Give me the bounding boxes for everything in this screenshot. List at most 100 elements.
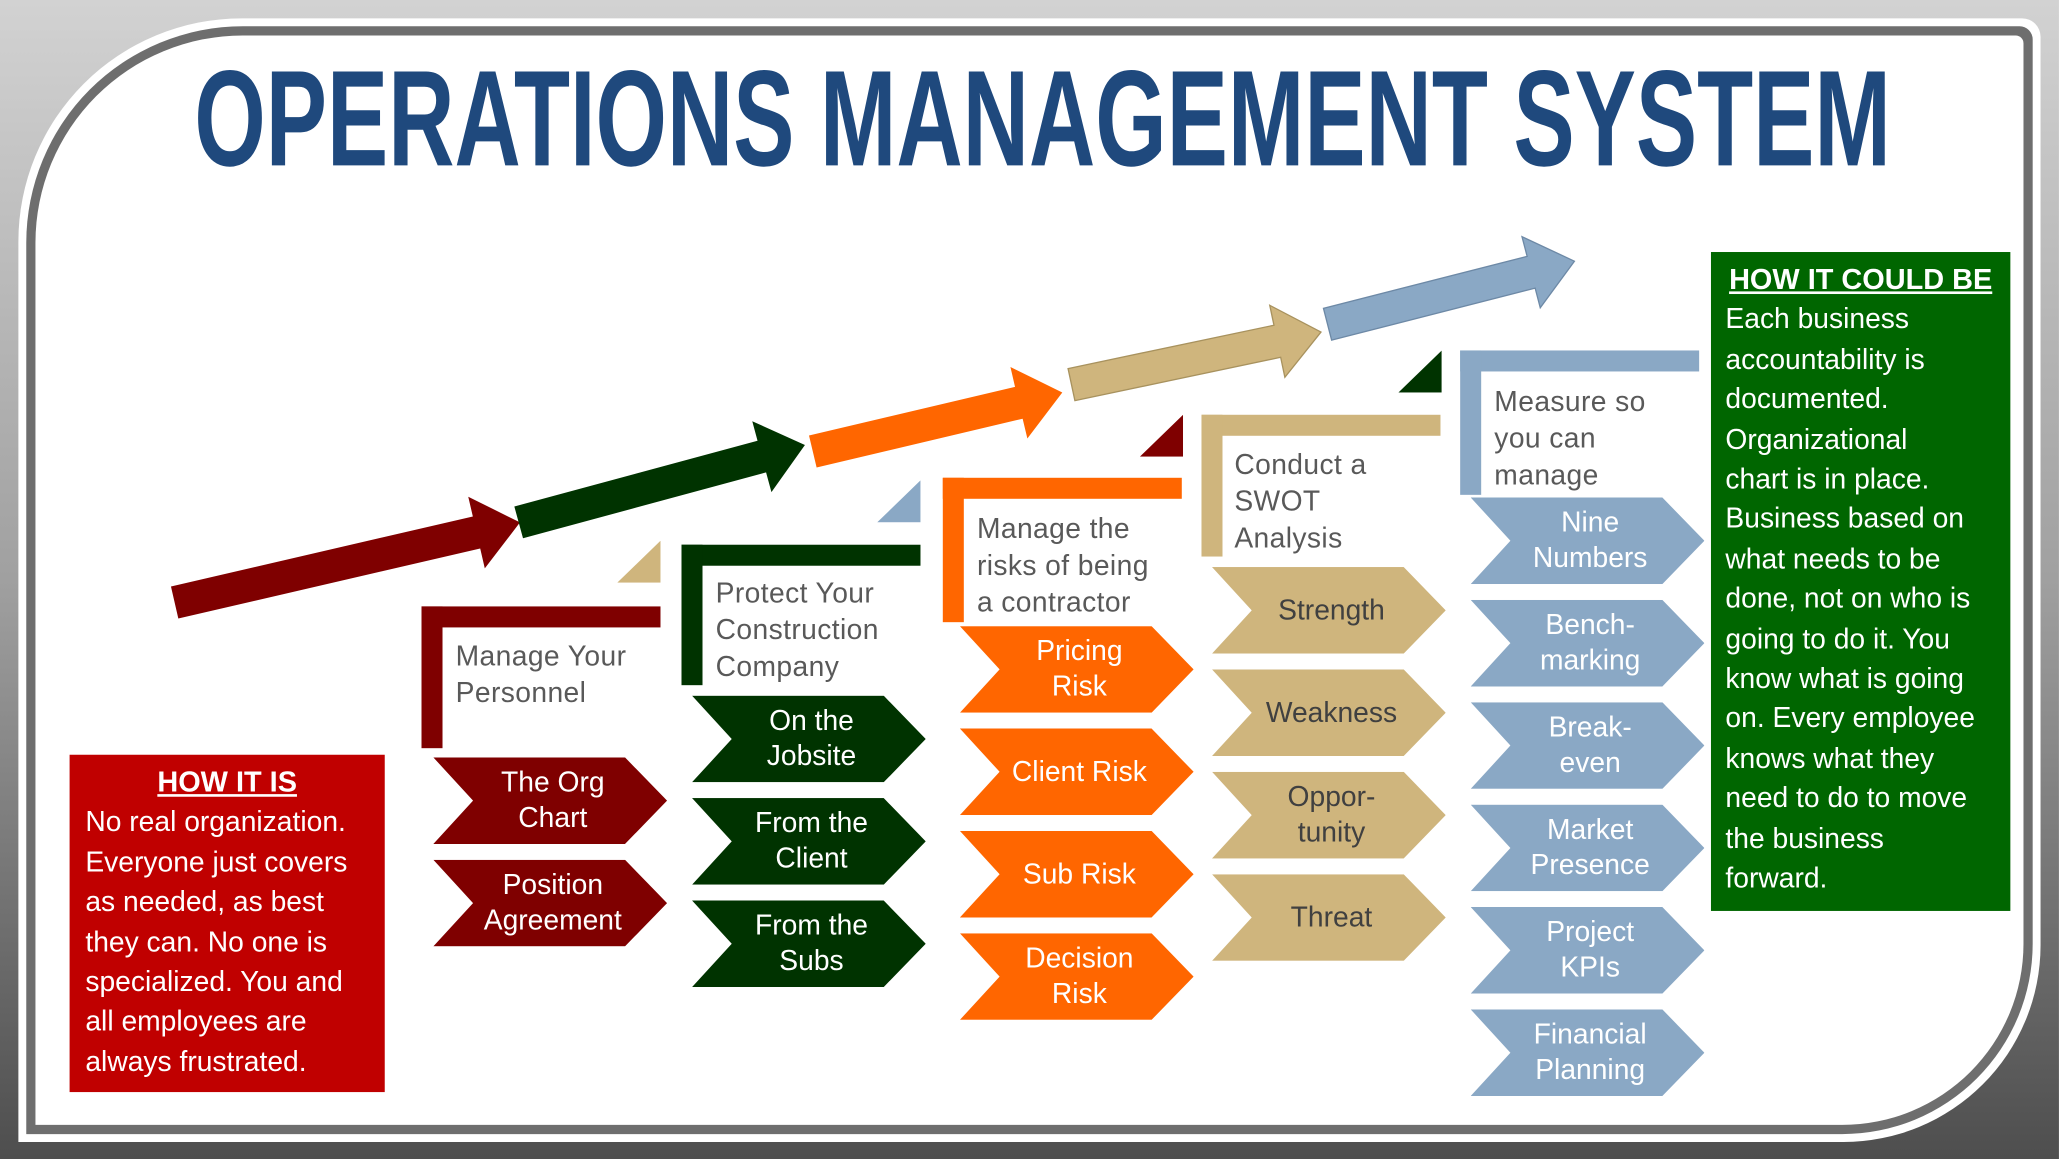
chevron-item-label: Financial [1533, 1018, 1647, 1051]
chevron-item-label: Agreement [483, 904, 622, 936]
how-it-could-be-line: know what is going [1725, 662, 1964, 695]
how-it-could-be-title: HOW IT COULD BE [1729, 262, 1993, 296]
how-it-is-line: specialized. You and [85, 966, 343, 998]
chevron-item-label: From the [755, 807, 868, 839]
chevron-item-label: Strength [1278, 593, 1385, 626]
how-it-could-be-line: the business [1725, 822, 1884, 855]
column-heading-line: you can [1494, 422, 1596, 455]
column-heading-line: Construction [715, 614, 879, 646]
chevron-item-label: Risk [1051, 670, 1107, 703]
chevron-item-label: Sub Risk [1022, 857, 1136, 890]
chevron-item-label: Pricing [1036, 635, 1123, 667]
how-it-could-be-line: Each business [1725, 303, 1910, 336]
bracket-top-bar [681, 544, 921, 566]
column-heading-line: manage [1494, 459, 1599, 491]
how-it-is-line: always frustrated. [85, 1045, 307, 1078]
chevron-item[interactable]: Oppor-tunity [1211, 771, 1446, 859]
chevron-item-label: On the [769, 704, 854, 737]
chevron-item-label: KPIs [1560, 951, 1620, 984]
how-it-is-title: HOW IT IS [157, 765, 297, 799]
column-heading: Manage the risks of being a contractor [977, 511, 1149, 621]
how-it-could-be-line: accountability is [1725, 343, 1925, 376]
chevron-item[interactable]: Bench-marking [1470, 599, 1705, 687]
chevron-item-label: Bench- [1545, 609, 1635, 641]
column-heading: Conduct a SWOT Analysis [1234, 446, 1366, 556]
how-it-could-be-line: Business based on [1725, 503, 1964, 535]
how-it-could-be-line: chart is in place. [1725, 463, 1930, 495]
how-it-could-be-line: on. Every employee [1725, 702, 1975, 735]
how-it-could-be-line: going to do it. You [1725, 623, 1950, 655]
bracket-side-bar [1201, 414, 1223, 557]
chevron-item[interactable]: Client Risk [959, 728, 1194, 816]
column-heading-line: Measure so [1494, 385, 1646, 418]
how-it-could-be-line: done, not on who is [1725, 583, 1971, 615]
progress-arrow-4 [1067, 304, 1322, 402]
page-title: OPERATIONS MANAGEMENT SYSTEM [194, 41, 1891, 194]
column-heading-line: SWOT [1234, 485, 1321, 518]
how-it-could-be-line: knows what they [1725, 742, 1935, 775]
chevron-item-label: Oppor- [1287, 780, 1376, 813]
chevron-item-label: Position [502, 868, 604, 901]
progress-arrow-1 [170, 496, 520, 619]
chevron-item-label: Chart [518, 801, 588, 834]
chevron-item-label: Jobsite [766, 740, 857, 772]
column-heading-line: risks of being [976, 549, 1149, 582]
bracket-top-bar [942, 477, 1182, 499]
chevron-item-label: even [1559, 746, 1621, 779]
bracket-top-bar [1460, 350, 1700, 372]
how-it-could-be-line: Organizational [1725, 423, 1908, 455]
chevron-item-label: marking [1539, 644, 1641, 676]
column-heading-line: Personnel [455, 677, 587, 709]
column-heading-line: Company [715, 651, 840, 683]
chevron-item-label: tunity [1297, 816, 1366, 848]
chevron-item-label: Presence [1530, 849, 1650, 881]
bracket-side-bar [1460, 350, 1482, 495]
column-heading: Measure so you can manage [1494, 383, 1645, 493]
chevron-item-label: Subs [779, 945, 844, 977]
how-it-could-be-box: HOW IT COULD BE Each business accountabil… [1710, 252, 2011, 911]
chevron-item-label: The Org [501, 766, 605, 799]
progress-arrow-2 [514, 421, 805, 539]
how-it-is-box: HOW IT IS No real organization. Everyone … [69, 754, 385, 1093]
how-it-could-be-line: documented. [1725, 383, 1889, 416]
how-it-is-line: they can. No one is [85, 926, 328, 958]
chevron-item-label: Decision [1025, 942, 1134, 974]
chevron-item-label: Client Risk [1011, 755, 1147, 787]
chevron-item-label: Market [1547, 813, 1634, 846]
column-heading-line: Manage the [976, 513, 1131, 545]
bracket-top-bar [1201, 414, 1441, 436]
chevron-item-label: From the [755, 909, 868, 942]
chevron-item-label: Risk [1051, 977, 1107, 1010]
chevron-item-label: Nine [1561, 506, 1620, 539]
bracket-top-bar [421, 606, 661, 628]
chevron-item-label: Numbers [1532, 542, 1648, 574]
how-it-could-be-line: forward. [1725, 862, 1828, 895]
chevron-item-label: Planning [1535, 1054, 1646, 1086]
how-it-is-line: No real organization. [85, 806, 346, 838]
how-it-could-be-line: what needs to be [1725, 543, 1941, 575]
column-heading-line: Conduct a [1234, 448, 1367, 481]
chevron-item-label: Threat [1290, 901, 1373, 933]
column-heading-line: a contractor [976, 586, 1131, 619]
progress-arrow-3 [809, 367, 1063, 468]
how-it-is-line: Everyone just covers [85, 846, 348, 878]
column-heading-line: Protect Your [715, 577, 875, 610]
chevron-item-label: Client [775, 842, 848, 875]
chevron-item-label: Weakness [1265, 696, 1398, 728]
chevron-item-label: Project [1546, 916, 1635, 948]
how-it-is-line: as needed, as best [85, 886, 324, 918]
progress-arrow-5 [1322, 235, 1576, 341]
column-heading-line: Analysis [1234, 522, 1343, 554]
bracket-side-bar [421, 606, 443, 749]
bracket-side-bar [942, 477, 964, 623]
how-it-is-line: all employees are [85, 1006, 307, 1038]
how-it-could-be-line: need to do to move [1725, 782, 1968, 815]
